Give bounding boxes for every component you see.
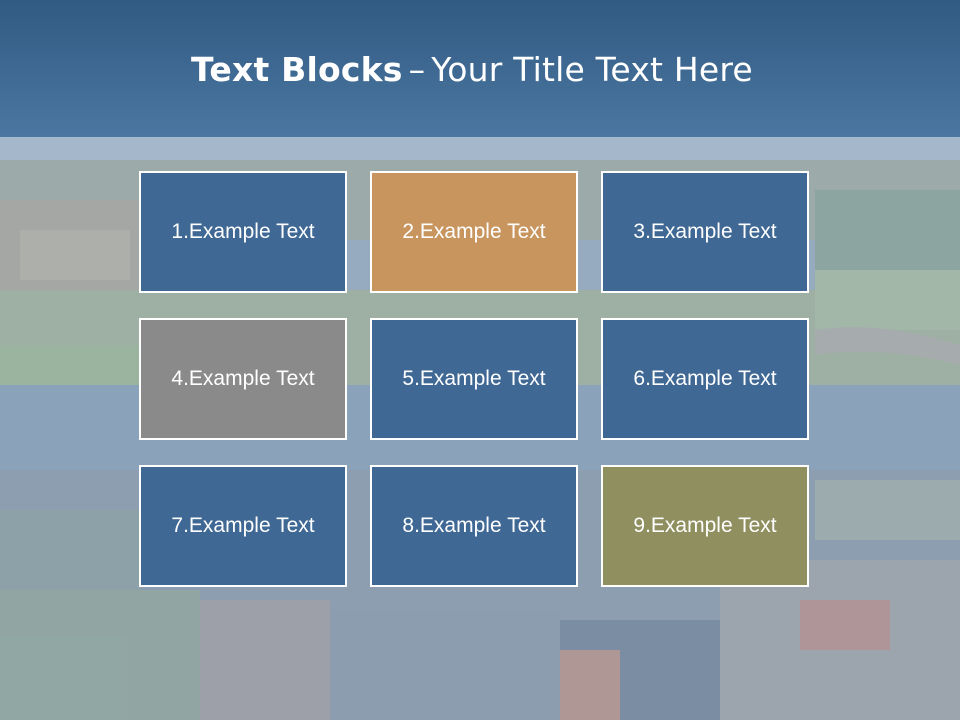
text-block-label: 6.Example Text <box>633 367 777 390</box>
title-rest: Your Title Text Here <box>431 50 753 89</box>
text-block-label: 5.Example Text <box>402 367 546 390</box>
text-block-8[interactable]: 8.Example Text <box>370 465 578 587</box>
text-block-label: 4.Example Text <box>171 367 315 390</box>
text-block-2[interactable]: 2.Example Text <box>370 171 578 293</box>
text-block-label: 3.Example Text <box>633 220 777 243</box>
title-bar <box>0 0 960 137</box>
title-dash: – <box>408 50 426 89</box>
title-bold-part: Text Blocks <box>191 50 403 89</box>
text-block-3[interactable]: 3.Example Text <box>601 171 809 293</box>
text-block-label: 9.Example Text <box>633 514 777 537</box>
text-block-label: 1.Example Text <box>171 220 315 243</box>
text-block-7[interactable]: 7.Example Text <box>139 465 347 587</box>
text-block-1[interactable]: 1.Example Text <box>139 171 347 293</box>
text-block-9[interactable]: 9.Example Text <box>601 465 809 587</box>
text-block-label: 2.Example Text <box>402 220 546 243</box>
text-block-4[interactable]: 4.Example Text <box>139 318 347 440</box>
slide-title: Text Blocks–Your Title Text Here <box>0 50 944 89</box>
text-block-6[interactable]: 6.Example Text <box>601 318 809 440</box>
text-block-label: 8.Example Text <box>402 514 546 537</box>
text-block-label: 7.Example Text <box>171 514 315 537</box>
text-block-5[interactable]: 5.Example Text <box>370 318 578 440</box>
